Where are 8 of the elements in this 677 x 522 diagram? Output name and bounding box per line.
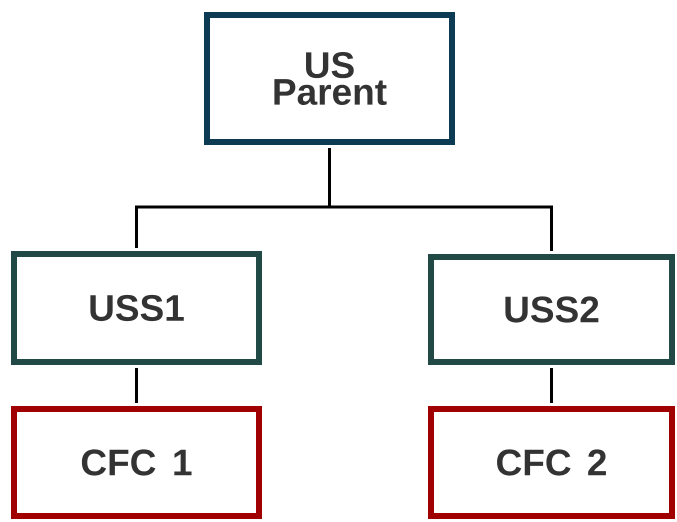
org-box: US Parent <box>204 12 455 145</box>
org-box: CFC 1 <box>11 406 262 519</box>
connector-line <box>550 368 553 403</box>
org-box: USS1 <box>11 251 262 365</box>
org-box: USS2 <box>428 254 675 365</box>
connector-line <box>135 368 138 403</box>
org-box: CFC 2 <box>428 406 675 519</box>
connector-line <box>328 148 553 251</box>
